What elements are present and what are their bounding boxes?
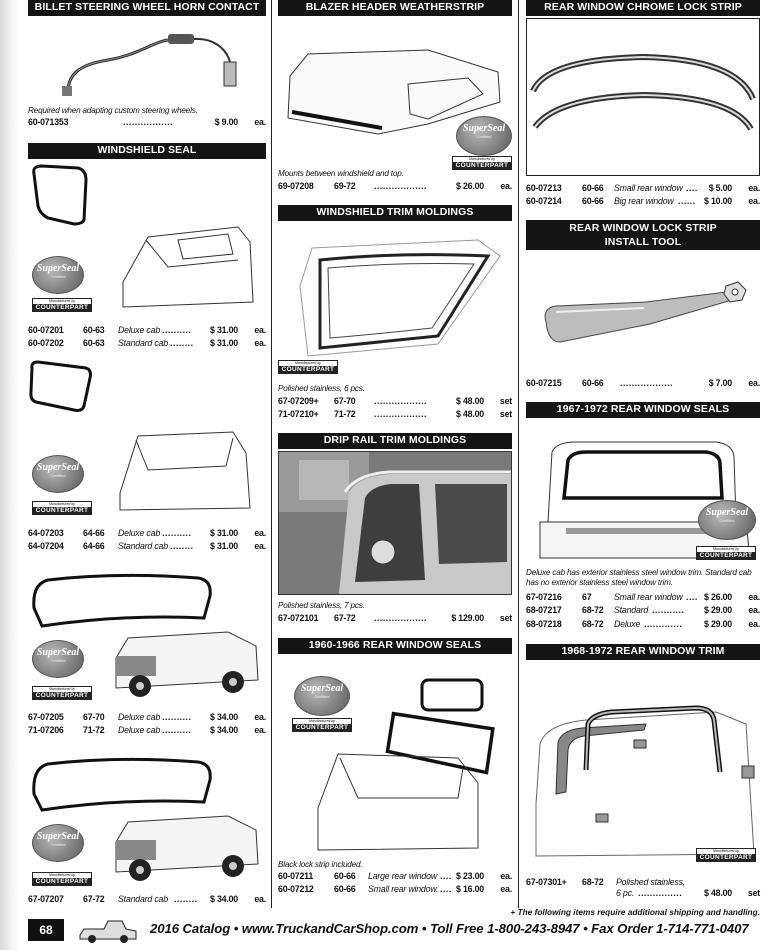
horn-wire-note: Required when adapting custom steering w… (28, 106, 198, 115)
rear-60-66-note: Black lock strip included. (278, 860, 363, 869)
drip-rail-photo (278, 451, 512, 595)
page-edge-shadow (0, 0, 20, 950)
truck-logo-icon (78, 917, 138, 945)
horn-wire-image (28, 22, 266, 100)
column-divider (271, 0, 272, 908)
section-header-blazer: BLAZER HEADER WEATHERSTRIP (278, 0, 512, 16)
table-row: 60-071353 ................. $ 9.00 ea. (28, 117, 266, 127)
rear-window-seal-67-72-image (526, 422, 760, 562)
section-header-windshield-seal: WINDSHIELD SEAL (28, 143, 266, 159)
rear-67-72-note: Deluxe cab has exterior stainless steel … (526, 568, 752, 587)
shipping-note: + The following items require additional… (510, 907, 760, 917)
install-tool-image (526, 262, 760, 372)
trim-note: Polished stainless, 6 pcs. (278, 384, 365, 393)
windshield-trim-image (278, 226, 512, 374)
windshield-seal-image-2 (28, 358, 266, 518)
table-row: 67-07209+67-70 .................. $ 48.0… (278, 396, 512, 406)
section-header-rear-seals-60-66: 1960-1966 REAR WINDOW SEALS (278, 638, 512, 654)
page-number: 68 (28, 919, 64, 941)
drip-note: Polished stainless, 7 pcs. (278, 601, 365, 610)
chrome-lock-strip-image (526, 18, 760, 176)
column-left: BILLET STEERING WHEEL HORN CONTACT WIRE … (28, 0, 266, 905)
table-row: 67-07301+68-72 Polished stainless, (526, 877, 686, 887)
section-header-drip-rail: DRIP RAIL TRIM MOLDINGS (278, 433, 512, 449)
table-row: 71-07210+71-72 .................. $ 48.0… (278, 409, 512, 419)
column-divider (518, 0, 519, 908)
windshield-seal-image-1 (28, 162, 266, 318)
section-header-rear-trim: 1968-1972 REAR WINDOW TRIM (526, 644, 760, 660)
rear-window-trim-image (526, 664, 760, 864)
page-footer: + The following items require additional… (0, 905, 770, 950)
rear-window-seal-60-66-image (278, 658, 512, 856)
windshield-seal-image-4 (28, 752, 266, 890)
section-header-rear-seals-67-72: 1967-1972 REAR WINDOW SEALS (526, 402, 760, 418)
section-header-horn-wire: BILLET STEERING WHEEL HORN CONTACT WIRE (28, 0, 266, 28)
catalog-contact-line: 2016 Catalog • www.TruckandCarShop.com •… (150, 921, 749, 936)
windshield-seal-image-3 (28, 568, 266, 706)
blazer-note: Mounts between windshield and top. (278, 169, 404, 178)
section-header-chrome-lock-strip: REAR WINDOW CHROME LOCK STRIP (526, 0, 760, 16)
section-header-windshield-trim: WINDSHIELD TRIM MOLDINGS (278, 205, 512, 221)
blazer-weatherstrip-image (278, 24, 512, 154)
